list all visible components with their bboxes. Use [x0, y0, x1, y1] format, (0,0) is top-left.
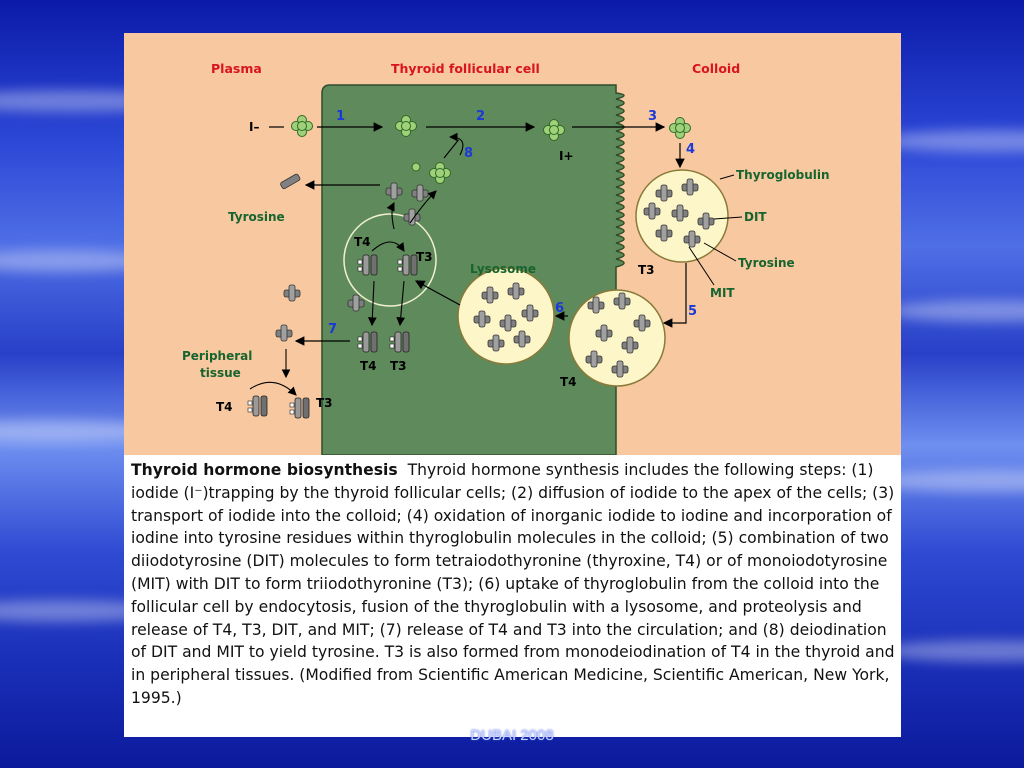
slide-content: Plasma Thyroid follicular cell Colloid I… [124, 33, 901, 737]
label-t4-cell: T4 [354, 235, 371, 249]
label-tyrosine-plasma: Tyrosine [228, 210, 285, 224]
label-t4-peripheral: T4 [216, 400, 233, 414]
slide-footer: DUBAI 2008 [470, 727, 554, 744]
header-plasma: Plasma [211, 61, 262, 76]
label-peripheral: Peripheral [182, 349, 252, 363]
step-1: 1 [336, 109, 345, 124]
step-2: 2 [476, 109, 485, 124]
label-t3-cell: T3 [416, 250, 433, 264]
deiodination-zone [343, 213, 437, 307]
label-iodide: I– [249, 120, 259, 134]
label-dit: DIT [744, 210, 767, 224]
label-iodine-plus: I+ [559, 149, 574, 163]
label-thyroglobulin: Thyroglobulin [736, 168, 830, 182]
step-8: 8 [464, 146, 473, 161]
label-t3-peripheral: T3 [316, 396, 333, 410]
step-3: 3 [648, 109, 657, 124]
follicular-cell [321, 84, 625, 455]
label-tyrosine-colloid: Tyrosine [738, 256, 795, 270]
header-follicular-cell: Thyroid follicular cell [391, 61, 540, 76]
iodide-cluster-plasma [291, 115, 313, 137]
diagram-svg: Plasma Thyroid follicular cell Colloid I… [182, 61, 830, 455]
label-t3-release: T3 [390, 359, 407, 373]
label-t3-colloid: T3 [638, 263, 655, 277]
label-t4-colloid: T4 [560, 375, 577, 389]
caption-title: Thyroid hormone biosynthesis [131, 461, 398, 479]
step-4: 4 [686, 142, 695, 157]
label-t4-release: T4 [360, 359, 377, 373]
iodine-cluster-colloid [669, 117, 691, 139]
label-mit: MIT [710, 286, 735, 300]
label-lysosome: Lysosome [470, 262, 536, 276]
header-colloid: Colloid [692, 61, 740, 76]
step-5: 5 [688, 304, 697, 319]
step-7: 7 [328, 322, 337, 337]
label-tissue: tissue [200, 366, 241, 380]
step-6: 6 [555, 301, 564, 316]
caption-body: Thyroid hormone synthesis includes the f… [131, 461, 895, 707]
thyroid-diagram: Plasma Thyroid follicular cell Colloid I… [124, 33, 901, 455]
